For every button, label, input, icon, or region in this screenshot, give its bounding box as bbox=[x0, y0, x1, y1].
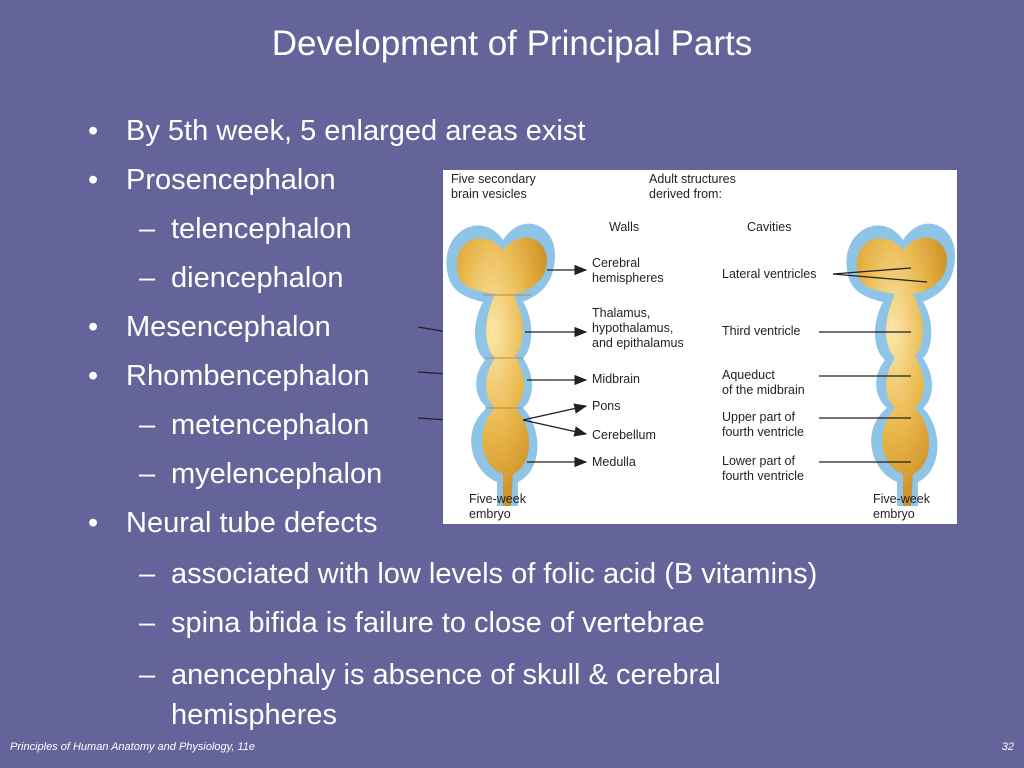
right-vesicle-tube bbox=[846, 223, 955, 506]
bullet-item: •Rhombencephalon bbox=[88, 360, 370, 392]
embryo-label-right: Five-week embryo bbox=[873, 492, 930, 521]
footer-book-title: Principles of Human Anatomy and Physiolo… bbox=[10, 741, 255, 753]
sub-bullet-item: –myelencephalon bbox=[139, 458, 383, 490]
bullet-item: •Prosencephalon bbox=[88, 164, 336, 196]
cavities-column-label: Cavities bbox=[747, 220, 792, 234]
walls-column-label: Walls bbox=[609, 220, 640, 234]
wall-label-cerebellum: Cerebellum bbox=[592, 428, 656, 442]
page-title: Development of Principal Parts bbox=[271, 24, 753, 63]
cavity-label-lateral: Lateral ventricles bbox=[722, 267, 817, 281]
cavity-label-third: Third ventricle bbox=[722, 324, 801, 338]
cavity-label-aqueduct: Aqueduct of the midbrain bbox=[722, 368, 805, 397]
sub-bullet-item: –spina bifida is failure to close of ver… bbox=[139, 607, 705, 639]
wall-label-thalamus: Thalamus, hypothalamus, and epithalamus bbox=[592, 306, 684, 350]
sub-bullet-item: –metencephalon bbox=[139, 409, 370, 441]
embryo-label-left: Five-week embryo bbox=[469, 492, 526, 521]
sub-bullet-item: –anencephaly is absence of skull & cereb… bbox=[139, 659, 721, 731]
sub-bullet-item: –associated with low levels of folic aci… bbox=[139, 558, 818, 590]
wall-arrows bbox=[522, 264, 588, 468]
cavity-lines bbox=[819, 267, 928, 463]
header-left-label: Five secondary brain vesicles bbox=[451, 172, 536, 201]
sub-bullet-item: –diencephalon bbox=[139, 262, 344, 294]
cavity-label-lower: Lower part of fourth ventricle bbox=[722, 454, 804, 483]
wall-label-cerebral: Cerebral hemispheres bbox=[592, 256, 664, 285]
header-right-label: Adult structures derived from: bbox=[649, 172, 736, 201]
left-vesicle-tube bbox=[446, 223, 555, 506]
bullet-item: •Neural tube defects bbox=[88, 507, 378, 539]
wall-label-medulla: Medulla bbox=[592, 455, 636, 469]
bullet-item: •By 5th week, 5 enlarged areas exist bbox=[88, 115, 586, 147]
brain-vesicles-figure: Five secondary brain vesicles Adult stru… bbox=[443, 170, 957, 524]
sub-bullet-item: –telencephalon bbox=[139, 213, 352, 245]
bullet-item: •Mesencephalon bbox=[88, 311, 331, 343]
footer-page-number: 32 bbox=[1001, 741, 1014, 753]
wall-label-pons: Pons bbox=[592, 399, 621, 413]
cavity-label-upper: Upper part of fourth ventricle bbox=[722, 410, 804, 439]
wall-label-midbrain: Midbrain bbox=[592, 372, 640, 386]
figure-drawing bbox=[446, 223, 955, 506]
